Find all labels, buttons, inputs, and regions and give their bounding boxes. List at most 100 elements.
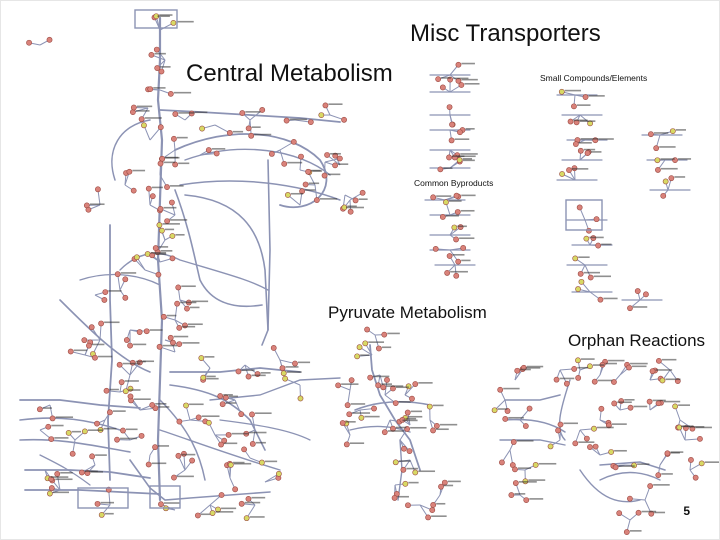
metabolite-node	[400, 466, 407, 473]
label-mark	[460, 209, 475, 212]
currency-metabolite-node	[676, 424, 683, 431]
label-mark	[160, 66, 171, 68]
reaction-edge	[184, 194, 269, 331]
metabolite-node	[455, 258, 462, 265]
label-mark	[311, 169, 321, 172]
label-mark	[286, 371, 302, 373]
metabolite-node	[259, 107, 266, 113]
currency-metabolite-node	[280, 370, 287, 377]
label-mark	[245, 111, 261, 113]
currency-metabolite-node	[258, 459, 265, 466]
reaction-edge	[19, 399, 141, 409]
label-mark	[51, 424, 64, 427]
metabolite-node	[566, 167, 572, 173]
metabolite-node	[45, 423, 52, 430]
central-backbone-edge	[156, 16, 164, 502]
metabolite-node	[155, 271, 162, 278]
metabolite-node	[114, 436, 120, 443]
label-mark	[520, 368, 531, 371]
metabolite-node	[341, 116, 347, 123]
metabolite-node	[597, 296, 604, 303]
metabolite-node	[169, 255, 176, 262]
metabolite-node	[454, 209, 461, 215]
label-mark	[408, 481, 419, 484]
metabolite-node	[512, 480, 519, 486]
reaction-edge	[159, 399, 206, 481]
label-mark	[603, 297, 618, 300]
metabolite-node	[170, 339, 176, 346]
label-mark	[151, 462, 167, 465]
currency-metabolite-node	[669, 128, 676, 135]
metabolite-node	[270, 345, 277, 351]
label-mark	[173, 335, 189, 338]
reaction-edge	[261, 159, 271, 346]
label-mark	[249, 431, 267, 434]
label-mark	[182, 325, 196, 328]
label-mark	[191, 300, 209, 303]
metabolite-node	[122, 294, 129, 301]
label-mark	[633, 405, 648, 408]
label-mark	[251, 496, 266, 499]
label-mark	[182, 342, 200, 344]
metabolite-node	[335, 382, 342, 389]
metabolite-node	[448, 137, 455, 144]
label-mark	[104, 321, 120, 324]
metabolite-node	[405, 502, 411, 509]
currency-metabolite-node	[141, 122, 147, 129]
metabolite-node	[497, 386, 504, 393]
metabolite-node	[626, 364, 632, 371]
label-mark	[232, 130, 244, 133]
label-mark	[200, 513, 211, 516]
metabolite-node	[292, 360, 298, 367]
metabolite-node	[359, 189, 366, 196]
metabolite-node	[439, 214, 446, 220]
label-mark	[661, 358, 677, 361]
currency-metabolite-node	[654, 157, 661, 164]
label-mark	[60, 471, 73, 474]
metabolite-node	[159, 155, 166, 162]
metabolite-node	[592, 443, 599, 450]
label-mark	[652, 399, 666, 402]
metabolite-node	[439, 84, 446, 91]
metabolite-node	[305, 168, 312, 175]
label-mark	[228, 395, 238, 398]
metabolite-node	[239, 110, 246, 116]
metabolite-node	[655, 357, 662, 364]
label-mark	[660, 158, 675, 160]
metabolite-node	[123, 337, 130, 343]
label-mark	[308, 182, 320, 185]
metabolite-node	[89, 453, 96, 460]
label-mark	[598, 138, 614, 140]
metabolite-node	[127, 342, 133, 349]
metabolite-node	[595, 242, 602, 249]
metabolite-node	[449, 121, 455, 128]
currency-metabolite-node	[159, 227, 165, 234]
currency-metabolite-node	[198, 355, 205, 361]
label-mark	[611, 423, 627, 425]
label-mark	[251, 126, 261, 128]
metabolite-node	[88, 324, 95, 331]
metabolite-node	[583, 435, 590, 442]
currency-metabolite-node	[405, 383, 412, 390]
label-mark	[436, 428, 449, 431]
currency-metabolite-node	[392, 459, 399, 466]
metabolite-node	[157, 205, 164, 212]
currency-metabolite-node	[491, 407, 498, 414]
currency-metabolite-node	[358, 414, 365, 421]
metabolite-node	[213, 150, 220, 157]
metabolite-node	[160, 313, 167, 320]
metabolite-node	[522, 423, 529, 429]
metabolite-node	[635, 509, 642, 516]
label-mark	[221, 507, 237, 510]
label-mark	[576, 104, 591, 106]
label-mark	[654, 511, 666, 514]
metabolite-node	[572, 440, 579, 447]
metabolite-node	[171, 474, 177, 481]
currency-metabolite-node	[284, 192, 291, 198]
metabolite-node	[145, 185, 152, 192]
metabolite-node	[557, 421, 564, 428]
metabolite-node	[649, 368, 656, 375]
currency-metabolite-node	[547, 443, 554, 450]
currency-metabolite-node	[170, 19, 177, 26]
label-mark	[155, 403, 167, 405]
